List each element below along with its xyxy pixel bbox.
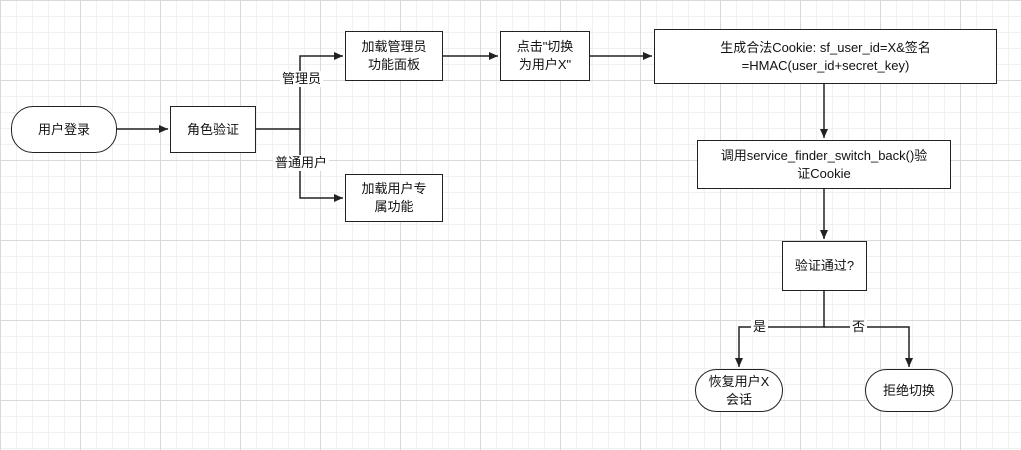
node-call-switch-back-label: 调用service_finder_switch_back()验 证Cookie: [720, 147, 928, 181]
node-restore-session: 恢复用户X 会话: [695, 369, 783, 412]
edge-label-normal-user: 普通用户: [273, 155, 330, 171]
edge-label-no: 否: [850, 319, 868, 335]
node-role-check-label: 角色验证: [186, 121, 239, 137]
node-user-login: 用户登录: [11, 106, 117, 153]
edge-role-check-to-admin: [256, 52, 343, 130]
edge-decision-to-restore: [735, 291, 825, 367]
node-restore-session-label: 恢复用户X 会话: [708, 373, 770, 407]
node-load-admin-panel-label: 加载管理员 功能面板: [361, 39, 427, 72]
node-load-admin-panel: 加载管理员 功能面板: [345, 31, 443, 81]
node-call-switch-back: 调用service_finder_switch_back()验 证Cookie: [697, 140, 951, 189]
node-switch-to-user-label: 点击"切换 为用户X": [516, 39, 574, 72]
node-reject-switch: 拒绝切换: [865, 369, 953, 412]
node-generate-cookie: 生成合法Cookie: sf_user_id=X&签名 =HMAC(user_i…: [654, 29, 997, 84]
edge-label-admin: 管理员: [280, 71, 324, 87]
node-switch-to-user: 点击"切换 为用户X": [500, 31, 590, 81]
edge-role-check-to-user: [299, 129, 343, 202]
node-reject-switch-label: 拒绝切换: [882, 382, 935, 398]
node-role-check: 角色验证: [170, 106, 256, 153]
node-load-user-features: 加载用户专 属功能: [345, 174, 443, 222]
node-user-login-label: 用户登录: [37, 121, 90, 137]
node-load-user-features-label: 加载用户专 属功能: [361, 181, 427, 214]
node-generate-cookie-label: 生成合法Cookie: sf_user_id=X&签名 =HMAC(user_i…: [720, 39, 931, 73]
node-verify-decision: 验证通过?: [782, 241, 867, 291]
edge-label-yes: 是: [751, 319, 769, 335]
node-verify-decision-label: 验证通过?: [794, 258, 855, 273]
